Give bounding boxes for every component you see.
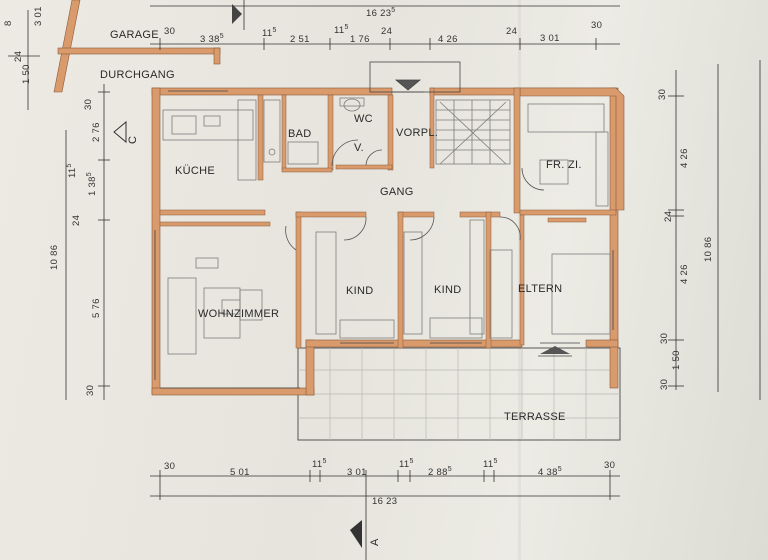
- dim-left-f: 115: [66, 163, 79, 178]
- section-mark-c: C: [127, 135, 139, 144]
- section-mark-a: A: [369, 538, 381, 546]
- room-label-kueche: KÜCHE: [175, 165, 216, 177]
- dim-left-i: 5 76: [91, 298, 102, 318]
- dim-right-c: 24: [663, 210, 674, 222]
- garage-walls: [53, 0, 221, 93]
- dim-top-8: 4 26: [438, 34, 458, 45]
- dim-top-10: 3 01: [540, 33, 560, 44]
- dim-top-4: 2 51: [290, 34, 310, 45]
- dim-top-1: 30: [164, 26, 176, 37]
- room-label-frzi: FR. ZI.: [546, 159, 582, 171]
- dim-bottom-6: 2 885: [428, 466, 452, 479]
- interior-walls: [159, 87, 617, 349]
- dim-right-b: 4 26: [679, 148, 690, 168]
- room-label-terrasse: TERRASSE: [504, 411, 566, 423]
- section-marker-c-arrow: [113, 120, 127, 144]
- room-label-garage: GARAGE: [110, 29, 159, 41]
- windows: [154, 90, 614, 389]
- dim-left-h: 24: [71, 214, 82, 226]
- dim-top-7: 24: [381, 26, 393, 37]
- terrace-area: [297, 347, 621, 441]
- room-label-v: V.: [354, 142, 364, 154]
- dimension-lines-top: [150, 5, 620, 50]
- section-marker-a-arrow: [350, 470, 367, 560]
- dim-top-3: 115: [262, 27, 277, 40]
- room-label-wohnzimmer: WOHNZIMMER: [198, 308, 280, 320]
- dim-bottom-8: 4 385: [538, 466, 562, 479]
- room-label-durchgang: DURCHGANG: [100, 69, 175, 81]
- dim-left-e: 2 76: [91, 122, 102, 142]
- room-label-wc: WC: [354, 113, 373, 125]
- dim-left-j: 30: [85, 384, 96, 396]
- dim-bottom-7: 115: [483, 458, 498, 471]
- dim-top-5: 115: [334, 24, 349, 37]
- dim-top-corner: 3 01: [33, 6, 44, 26]
- dimension-lines-bottom: [150, 470, 620, 500]
- dim-bottom-5: 115: [399, 458, 414, 471]
- dim-right-e: 30: [659, 332, 670, 344]
- dim-bottom-2: 5 01: [230, 467, 250, 478]
- room-label-kind-2: KIND: [434, 284, 462, 296]
- dim-right-g: 30: [659, 378, 670, 390]
- paper-fold: [518, 0, 521, 560]
- fixtures: [162, 97, 611, 355]
- door-swings: [285, 139, 545, 251]
- dim-left-total: 10 86: [49, 244, 60, 270]
- dimension-lines-left: [8, 10, 110, 400]
- dim-left-d: 30: [83, 98, 94, 110]
- dim-bottom-4: 3 01: [347, 467, 367, 478]
- room-label-kind-1: KIND: [346, 285, 374, 297]
- dim-top-total: 16 235: [366, 7, 396, 20]
- dim-top-6: 1 76: [350, 34, 370, 45]
- entrance-marker: [369, 61, 461, 93]
- dim-top-2: 3 385: [200, 33, 224, 46]
- room-label-bad: BAD: [288, 128, 312, 140]
- dim-bottom-1: 30: [164, 461, 176, 472]
- dim-left-a: 8: [3, 20, 14, 26]
- dim-right-a: 30: [657, 88, 668, 100]
- room-label-eltern: ELTERN: [518, 283, 563, 295]
- dim-right-d: 4 26: [679, 264, 690, 284]
- dimension-lines-right: [668, 60, 761, 400]
- dim-top-11: 30: [591, 20, 603, 31]
- dim-bottom-9: 30: [604, 460, 616, 471]
- room-label-vorpl: VORPL.: [396, 127, 439, 139]
- room-label-gang: GANG: [380, 186, 414, 198]
- dim-right-f: 1 50: [671, 350, 682, 370]
- dim-bottom-total: 16 23: [372, 496, 398, 507]
- outer-walls: [151, 87, 625, 396]
- staircase: [435, 99, 511, 165]
- top-arrow-marker: [232, 0, 245, 30]
- dim-left-c: 1 50: [21, 64, 32, 84]
- dim-left-g: 1 385: [86, 172, 99, 196]
- dim-bottom-3: 115: [312, 458, 327, 471]
- dim-right-total: 10 86: [703, 236, 714, 262]
- terrace-door-marker: [538, 346, 572, 357]
- dim-top-9: 24: [506, 26, 518, 37]
